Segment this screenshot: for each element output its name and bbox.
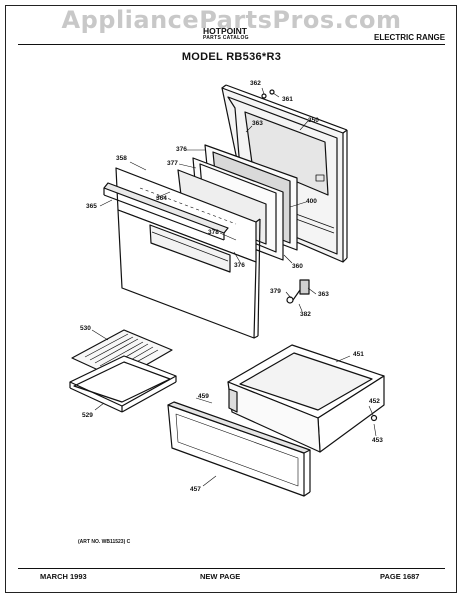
art-number: (ART NO. WB11523) C — [78, 539, 131, 545]
callout-529: 529 — [82, 412, 93, 419]
callout-400: 400 — [306, 198, 317, 205]
model-title: MODEL RB536*R3 — [181, 51, 282, 63]
callout-530: 530 — [80, 325, 91, 332]
callout-364: 364 — [156, 195, 167, 202]
callout-363b: 363 — [318, 291, 329, 298]
callout-457: 457 — [190, 486, 201, 493]
page-border — [5, 5, 457, 593]
footer-rule — [18, 568, 445, 569]
footer-note: NEW PAGE — [200, 572, 241, 581]
broiler-pan-part — [69, 329, 177, 413]
callout-459: 459 — [198, 393, 209, 400]
callout-452: 452 — [369, 398, 380, 405]
category-label: ELECTRIC RANGE — [374, 33, 446, 42]
leader-lines — [91, 87, 377, 487]
callout-358: 358 — [116, 155, 127, 162]
callout-379: 379 — [270, 288, 281, 295]
callout-382: 382 — [300, 311, 311, 318]
callout-363: 363 — [252, 120, 263, 127]
callout-350: 350 — [308, 117, 319, 124]
footer-date: MARCH 1993 — [40, 572, 87, 581]
callout-377: 377 — [167, 160, 178, 167]
callout-365: 365 — [86, 203, 97, 210]
footer-page: PAGE 1687 — [380, 572, 420, 581]
brand-name: HOTPOINT — [203, 26, 247, 36]
screw-part — [370, 414, 378, 422]
callout-362: 362 — [250, 80, 261, 87]
callout-376b: 376 — [234, 262, 245, 269]
door-handle-part — [103, 182, 229, 241]
hinge-part — [286, 279, 310, 304]
callout-378: 378 — [208, 229, 219, 236]
drawer-front-part — [167, 401, 311, 497]
callout-453: 453 — [372, 437, 383, 444]
callout-360: 360 — [292, 263, 303, 270]
storage-drawer-part — [227, 344, 385, 453]
callout-376: 376 — [176, 146, 187, 153]
watermark: AppliancePartsPros.com — [61, 6, 402, 34]
screw-part — [261, 93, 267, 99]
header-rule — [18, 44, 445, 45]
callout-451: 451 — [353, 351, 364, 358]
screw-part — [269, 89, 275, 95]
callout-361: 361 — [282, 96, 293, 103]
catalog-label: PARTS CATALOG — [203, 35, 249, 41]
